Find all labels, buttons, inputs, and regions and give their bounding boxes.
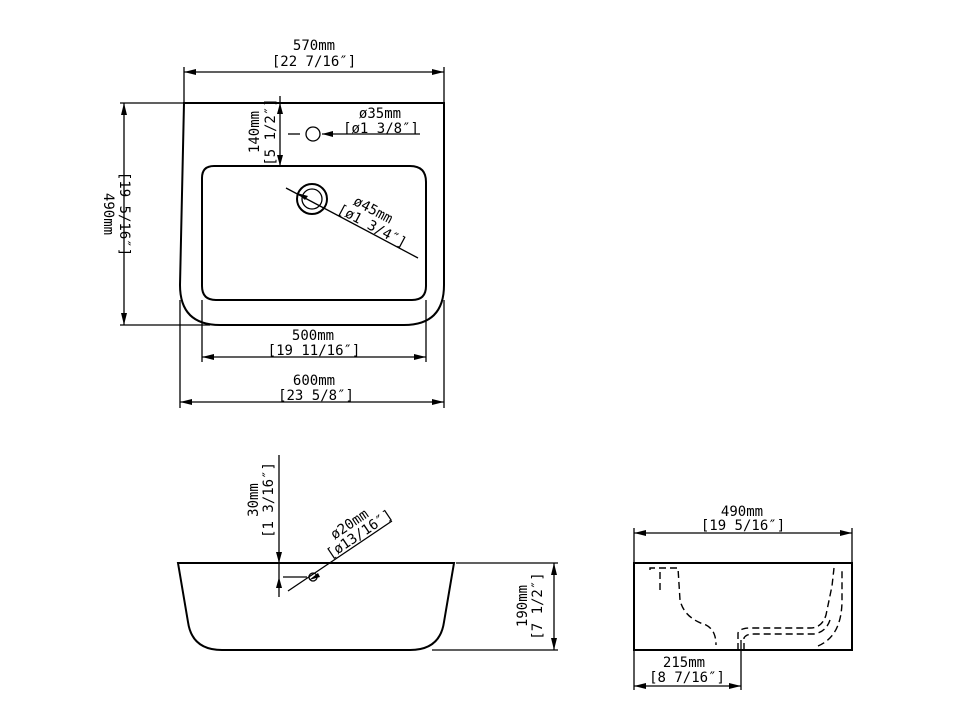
dim-height: 190mm [7 1/2″] bbox=[432, 562, 558, 651]
tap-hole bbox=[305, 126, 321, 142]
dim-side-depth-mm: 490mm bbox=[721, 504, 763, 520]
dim-top-width-inch: [22 7/16″] bbox=[272, 54, 356, 70]
dim-tap-offset: 140mm [5 1/2″] bbox=[247, 96, 300, 166]
dim-overflow-offset-inch: [1 3/16″] bbox=[261, 462, 277, 538]
dim-overall-width-inch: [23 5/8″] bbox=[278, 388, 354, 404]
dim-top-width-mm: 570mm bbox=[293, 38, 335, 54]
dim-tap-hole-mm: ø35mm bbox=[359, 106, 401, 122]
hidden-line-bowl-inner bbox=[743, 619, 831, 650]
dim-overall-width: 600mm [23 5/8″] bbox=[179, 300, 445, 408]
dim-tap-hole: ø35mm [ø1 3/8″] bbox=[322, 106, 420, 137]
drain-outer bbox=[296, 183, 328, 215]
basin-outer-outline bbox=[178, 102, 445, 326]
dim-tap-offset-inch: [5 1/2″] bbox=[263, 98, 279, 165]
dim-height-inch: [7 1/2″] bbox=[530, 572, 546, 639]
dim-depth: 490mm [19 5/16″] bbox=[100, 102, 210, 326]
basin-inner-bowl bbox=[201, 165, 427, 301]
dim-drain-offset-inch: [8 7/16″] bbox=[649, 670, 725, 686]
drain-inner bbox=[301, 188, 323, 210]
dim-drain-hole: ø45mm [ø1 3/4″] bbox=[285, 187, 419, 259]
dim-depth-inch: [19 5/16″] bbox=[116, 172, 132, 256]
dim-tap-hole-inch: [ø1 3/8″] bbox=[343, 121, 419, 137]
dim-overall-width-mm: 600mm bbox=[293, 373, 335, 389]
dim-inner-width-mm: 500mm bbox=[292, 328, 334, 344]
hidden-line-back-wall bbox=[649, 567, 717, 646]
dim-overflow-hole: ø20mm [ø13/16″] bbox=[287, 506, 396, 592]
side-view: 490mm [19 5/16″] 215mm [8 7/16″] bbox=[633, 504, 853, 690]
hidden-line-bowl-right bbox=[817, 570, 843, 647]
dim-overflow-offset: 30mm [1 3/16″] bbox=[246, 455, 307, 597]
dim-drain-offset-mm: 215mm bbox=[663, 655, 705, 671]
hidden-line-bowl bbox=[737, 567, 835, 650]
dim-drain-offset: 215mm [8 7/16″] bbox=[633, 640, 742, 690]
front-view: 30mm [1 3/16″] ø20mm [ø13/16″] 190mm [7 … bbox=[176, 455, 558, 651]
dim-tap-offset-mm: 140mm bbox=[247, 111, 263, 153]
basin-side-outline bbox=[633, 562, 853, 651]
top-view: 570mm [22 7/16″] 490mm [19 5/16″] 140mm … bbox=[100, 38, 445, 408]
dim-inner-width-inch: [19 11/16″] bbox=[268, 343, 361, 359]
dim-depth-mm: 490mm bbox=[100, 193, 116, 235]
dim-top-width: 570mm [22 7/16″] bbox=[183, 38, 445, 103]
basin-front-outline bbox=[176, 562, 456, 651]
dim-overflow-offset-mm: 30mm bbox=[246, 483, 262, 517]
dim-side-depth-inch: [19 5/16″] bbox=[701, 518, 785, 534]
dim-height-mm: 190mm bbox=[515, 585, 531, 627]
dim-inner-width: 500mm [19 11/16″] bbox=[201, 300, 427, 362]
dim-side-depth: 490mm [19 5/16″] bbox=[633, 504, 853, 563]
